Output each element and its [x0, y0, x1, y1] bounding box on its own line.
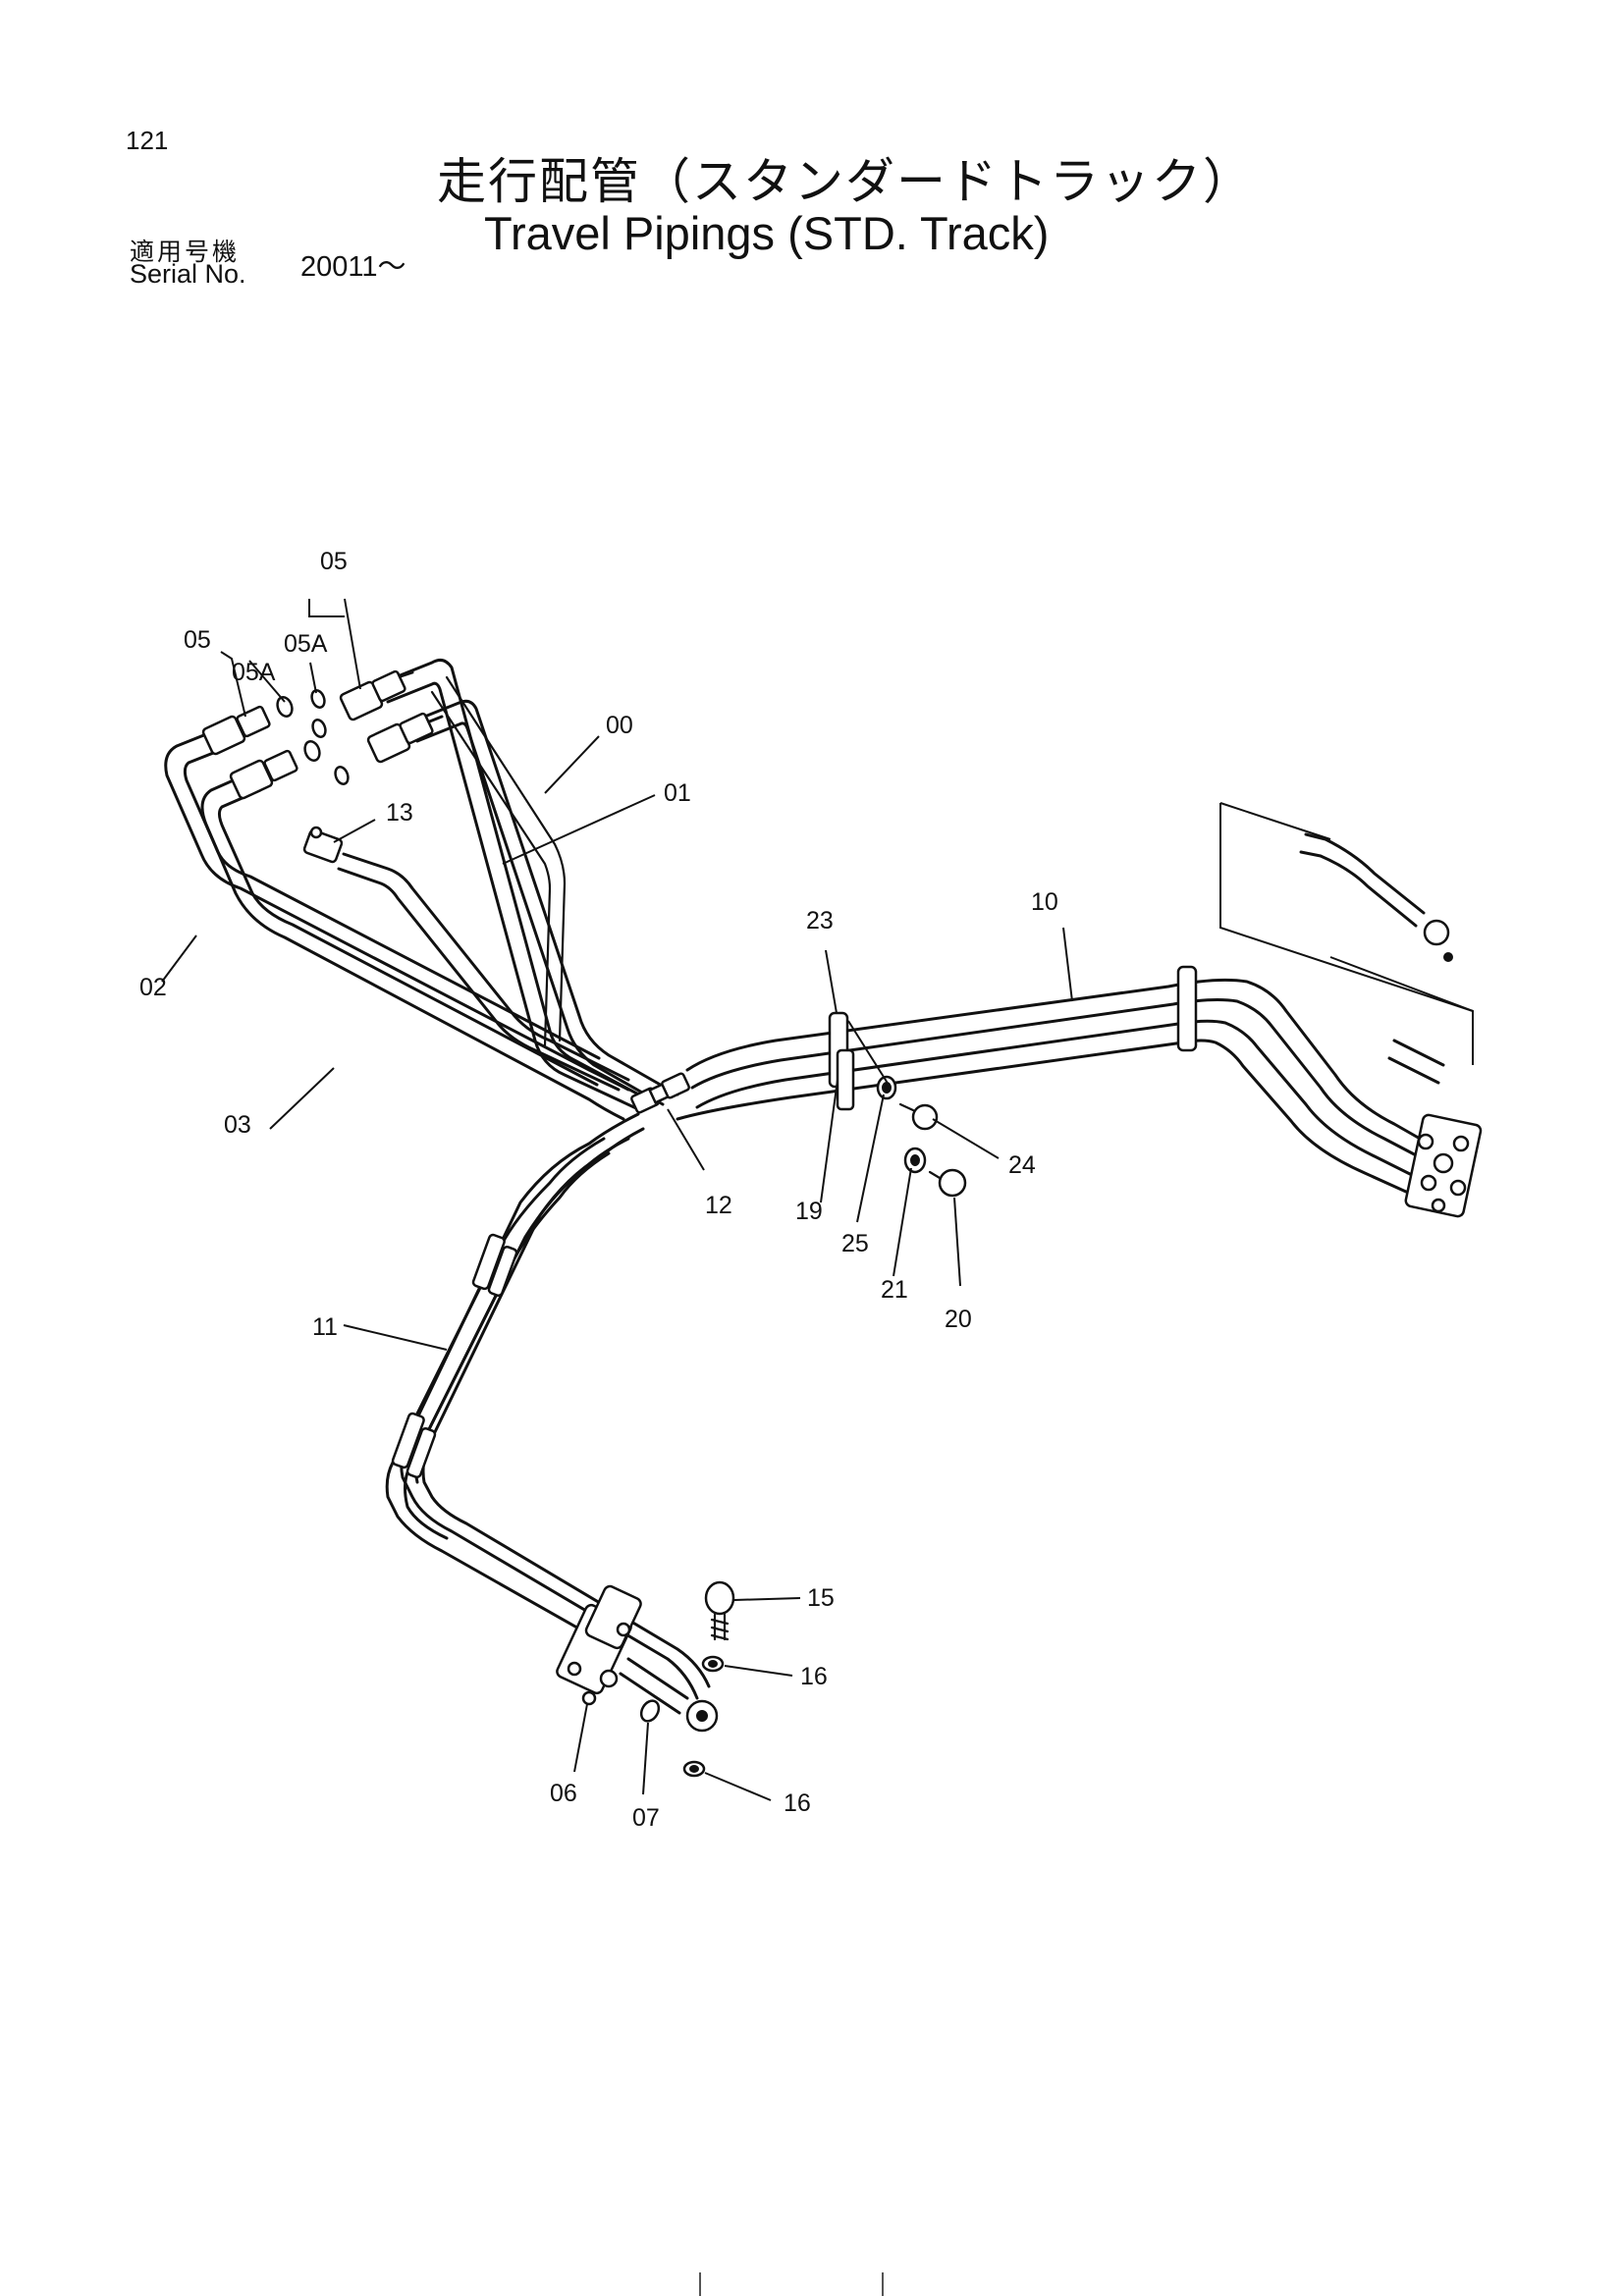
bolt-24 [898, 1102, 939, 1131]
clamp-11-lower [391, 1412, 437, 1479]
pipe-11 [385, 1112, 711, 1700]
coupling-05-right [339, 669, 444, 764]
fitting-13-end [302, 826, 344, 864]
callout-15: 15 [807, 1584, 835, 1612]
callout-23: 23 [806, 907, 834, 934]
serial-number-value: 20011～ [300, 251, 406, 283]
serial-label-japanese: 適用号機 [130, 238, 241, 266]
washer-16-lower [682, 1760, 706, 1778]
clamp-23 [828, 1011, 855, 1111]
coupling-05-left [201, 705, 298, 800]
pipe-10 [676, 978, 1431, 1194]
bolt-20 [928, 1168, 967, 1198]
block-06 [556, 1584, 642, 1706]
callout-24: 24 [1008, 1151, 1036, 1179]
serial-label-english: Serial No. [130, 259, 246, 289]
callout-20: 20 [945, 1306, 972, 1333]
callout-10: 10 [1031, 888, 1058, 916]
callout-25: 25 [841, 1230, 869, 1257]
footer-crop-mark [699, 2272, 701, 2296]
callout-21: 21 [881, 1276, 908, 1304]
pipe-00 [381, 658, 650, 1111]
banjo-bolt-15 [704, 1580, 735, 1641]
washer-21 [903, 1147, 927, 1174]
page-title-japanese: 走行配管（スタンダードトラック） [437, 153, 1254, 210]
elbow-fitting [619, 1657, 719, 1733]
callout-03: 03 [224, 1111, 251, 1139]
callout-12: 12 [705, 1192, 732, 1219]
clamp-11-upper [471, 1233, 518, 1298]
callout-05a-right: 05A [284, 630, 328, 658]
callout-13: 13 [386, 799, 413, 827]
callout-01: 01 [664, 779, 691, 807]
leader-lines [161, 598, 1073, 1801]
callout-16-top: 16 [800, 1663, 828, 1690]
o-ring-05a-right [310, 689, 350, 785]
washer-16-upper [701, 1655, 725, 1673]
callout-05-left: 05 [184, 626, 211, 654]
callout-00: 00 [606, 712, 633, 739]
page-title-english: Travel Pipings (STD. Track) [484, 207, 1050, 259]
right-manifold-block [1404, 1113, 1483, 1218]
callout-16-bottom: 16 [784, 1789, 811, 1817]
callout-11: 11 [312, 1313, 338, 1341]
clamp-right [1176, 965, 1198, 1052]
pipe-03 [200, 769, 625, 1121]
callout-05a-left: 05A [232, 659, 276, 686]
callout-07: 07 [632, 1804, 660, 1832]
callout-02: 02 [139, 974, 167, 1001]
callout-06: 06 [550, 1780, 577, 1807]
callout-19: 19 [795, 1198, 823, 1225]
o-ring-07 [639, 1699, 661, 1723]
callout-05-right: 05 [320, 548, 348, 575]
reference-detail-box [1219, 802, 1474, 1085]
footer-crop-mark [882, 2272, 884, 2296]
page-number: 121 [126, 126, 169, 155]
fitting-12 [630, 1072, 690, 1114]
pipe-13 [337, 852, 630, 1092]
